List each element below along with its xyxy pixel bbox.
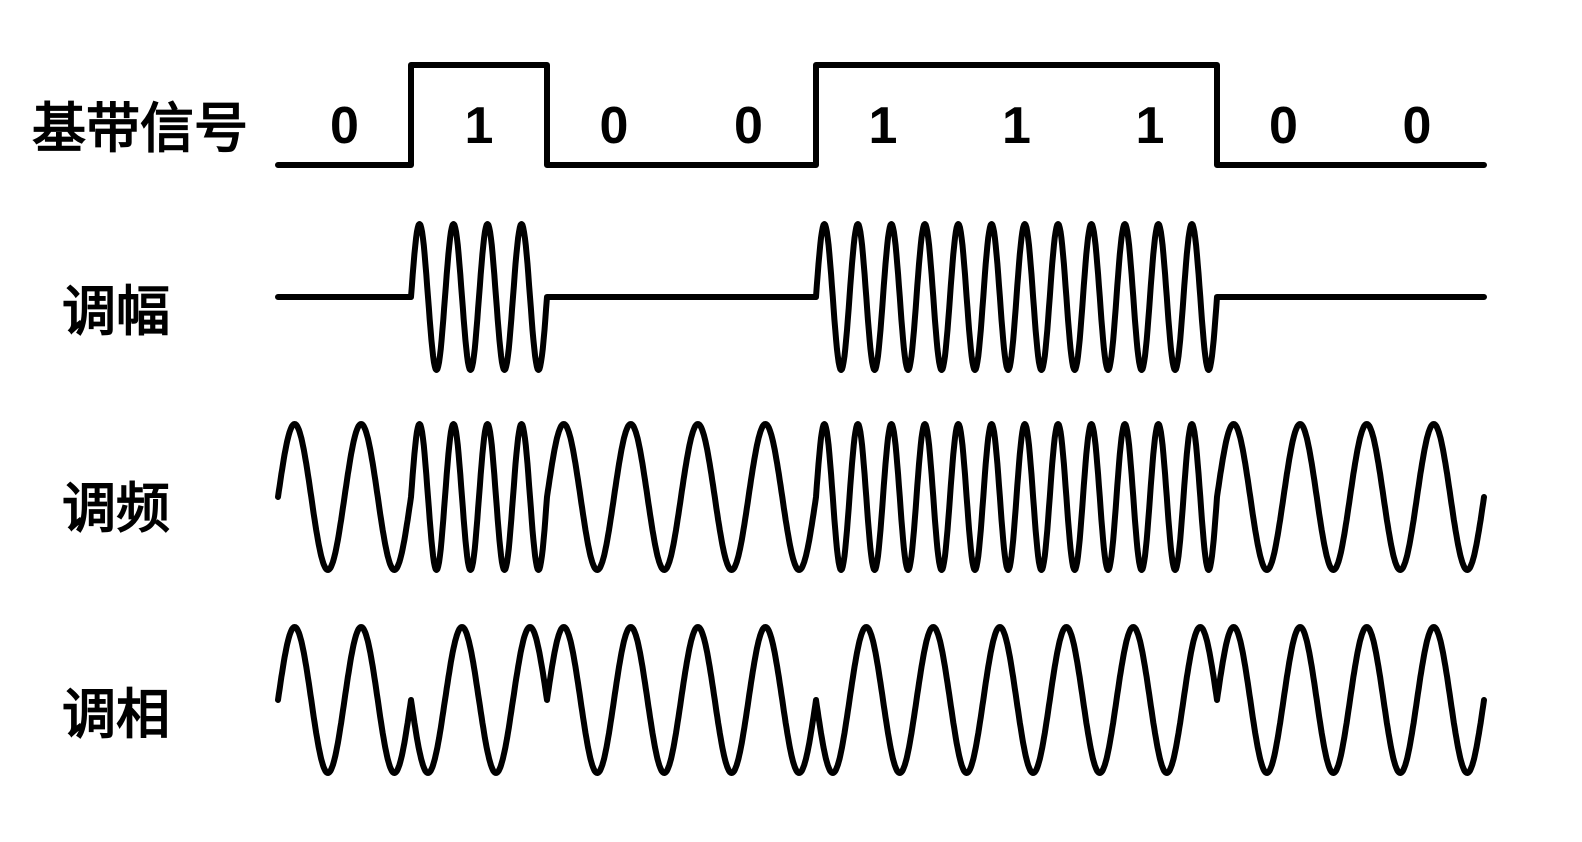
bit-label: 0	[1403, 97, 1432, 155]
bit-label: 1	[1136, 97, 1165, 155]
pm-label: 调相	[62, 683, 170, 746]
bit-label: 1	[869, 97, 898, 155]
baseband-waveform	[275, 62, 1487, 168]
bit-label: 0	[734, 97, 763, 155]
baseband-label: 基带信号	[32, 97, 248, 160]
bit-label: 0	[600, 97, 629, 155]
bit-label: 1	[1002, 97, 1031, 155]
am-label: 调幅	[62, 280, 170, 343]
am-waveform	[275, 221, 1487, 373]
bit-label: 0	[1269, 97, 1298, 155]
fm-label: 调频	[62, 477, 170, 540]
bit-label: 1	[465, 97, 494, 155]
bit-labels: 0 1 0 0 1 1 1 0 0	[330, 97, 1431, 155]
pm-waveform	[275, 624, 1487, 776]
fm-waveform	[275, 421, 1487, 573]
bit-label: 0	[330, 97, 359, 155]
